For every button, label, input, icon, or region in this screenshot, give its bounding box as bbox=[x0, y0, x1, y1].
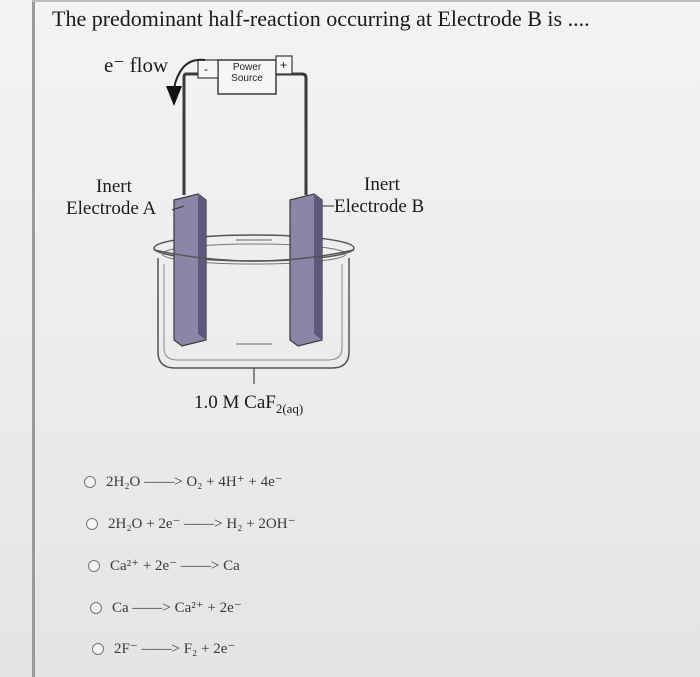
electrolysis-diagram bbox=[153, 55, 355, 384]
electrode-a-pointer bbox=[171, 205, 185, 211]
wire-right bbox=[276, 72, 308, 195]
electrode-a-side bbox=[198, 194, 206, 340]
beaker-inner-wall bbox=[163, 264, 343, 361]
radio-button[interactable] bbox=[86, 517, 98, 530]
answer-option-2[interactable]: 2H₂O + 2e⁻ ——> H₂ + 2OH⁻ bbox=[86, 514, 296, 533]
solution-formula: 1.0 M CaF bbox=[194, 392, 276, 413]
power-source-label: Power Source bbox=[231, 62, 263, 84]
minus-sign: - bbox=[204, 62, 208, 76]
minus-terminal bbox=[197, 59, 219, 79]
option-label: Ca ——> Ca²⁺ + 2e⁻ bbox=[112, 600, 242, 616]
electron-flow-label: e⁻ flow bbox=[104, 53, 169, 77]
electrode-a-label: Electrode A bbox=[66, 198, 157, 219]
answer-option-3[interactable]: Ca²⁺ + 2e⁻ ——> Ca bbox=[88, 556, 240, 575]
page-left-border bbox=[32, 0, 35, 677]
page-top-border bbox=[32, 0, 700, 2]
question-text: The predominant half-reaction occurring … bbox=[52, 6, 590, 31]
wire-left bbox=[182, 72, 214, 195]
radio-button[interactable] bbox=[88, 559, 100, 572]
radio-button[interactable] bbox=[90, 601, 102, 614]
beaker-inner-rim bbox=[161, 243, 347, 265]
plus-sign: + bbox=[280, 58, 288, 72]
beaker-front-rim bbox=[153, 249, 355, 262]
option-label: 2F⁻ ——> F₂ + 2e⁻ bbox=[114, 641, 236, 657]
answer-option-1[interactable]: 2H₂O ——> O₂ + 4H⁺ + 4e⁻ bbox=[84, 472, 283, 491]
solution-subscript: 2(aq) bbox=[275, 400, 304, 416]
answer-option-5[interactable]: 2F⁻ ——> F₂ + 2e⁻ bbox=[92, 639, 235, 658]
option-label: 2H₂O + 2e⁻ ——> H₂ + 2OH⁻ bbox=[108, 516, 296, 532]
inert-b-label: Inert bbox=[364, 174, 400, 195]
radio-button[interactable] bbox=[84, 475, 96, 488]
option-label: Ca²⁺ + 2e⁻ ——> Ca bbox=[110, 558, 240, 574]
radio-button[interactable] bbox=[92, 642, 104, 655]
solution-label: 1.0 M CaF2(aq) bbox=[194, 392, 303, 417]
answer-option-4[interactable]: Ca ——> Ca²⁺ + 2e⁻ bbox=[90, 598, 242, 617]
electron-flow-arrowhead bbox=[166, 86, 182, 106]
electrode-b-side bbox=[314, 194, 322, 340]
plus-terminal bbox=[275, 55, 293, 75]
electrode-b-label: Electrode B bbox=[334, 196, 425, 217]
option-label: 2H₂O ——> O₂ + 4H⁺ + 4e⁻ bbox=[106, 474, 283, 490]
inert-a-label: Inert bbox=[96, 176, 132, 197]
